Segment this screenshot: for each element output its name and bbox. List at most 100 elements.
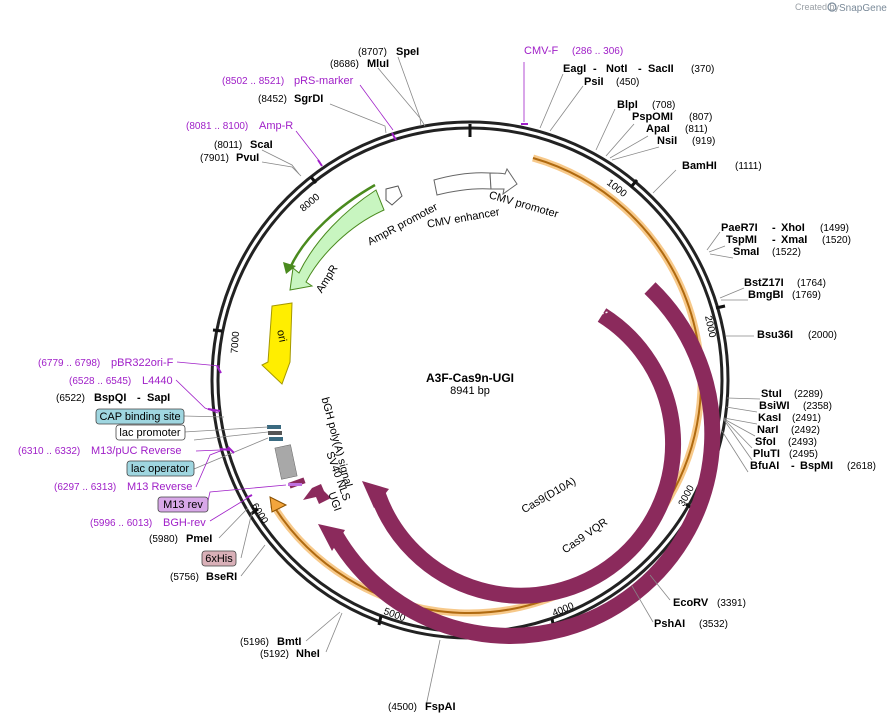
site-sacii-pos: (370) (691, 64, 714, 75)
primer-bgh-rev[interactable]: BGH-rev (163, 517, 206, 529)
site-pspomi[interactable]: PspOMI (632, 111, 673, 123)
ampr-orf-arc (288, 183, 376, 269)
site-speI[interactable]: SpeI (396, 46, 419, 58)
site-stui[interactable]: StuI (761, 388, 782, 400)
site-scai-pos: (8011) (214, 140, 242, 151)
site-separator-1: - (593, 63, 597, 75)
primer-l4440[interactable]: L4440 (142, 375, 173, 387)
6xhis-label: 6xHis (205, 553, 233, 565)
site-pmei-pos: (5980) (149, 534, 178, 545)
site-psii[interactable]: PsiI (584, 76, 604, 88)
site-bamhi[interactable]: BamHI (682, 160, 717, 172)
site-nari[interactable]: NarI (757, 424, 778, 436)
site-pshai-pos: (3532) (699, 619, 728, 630)
feature-box-cap-binding-site[interactable]: CAP binding site (95, 408, 185, 425)
ampr-label: AmpR (314, 263, 340, 295)
primer-prs-marker[interactable]: pRS-marker (294, 75, 354, 87)
site-kasi-pos: (2491) (792, 413, 821, 424)
leader-lines (175, 56, 761, 707)
brand-label: SnapGene (839, 3, 887, 14)
site-blpi-pos: (708) (652, 100, 675, 111)
site-bsu36i-pos: (2000) (808, 330, 837, 341)
primer-pbr322ori-f[interactable]: pBR322ori-F (111, 357, 174, 369)
site-pluti[interactable]: PluTI (753, 448, 780, 460)
site-bamhi-pos: (1111) (735, 161, 762, 172)
cap-binding-site-label: CAP binding site (99, 411, 180, 423)
feature-box-lac-operator[interactable]: lac operator (126, 460, 195, 477)
site-nhei[interactable]: NheI (296, 648, 320, 660)
cas9-d10a-label: Cas9(D10A) (520, 475, 578, 516)
site-nsii-pos: (919) (692, 136, 715, 147)
site-pmei[interactable]: PmeI (186, 533, 212, 545)
site-pshai[interactable]: PshAI (654, 618, 685, 630)
site-blpi[interactable]: BlpI (617, 99, 638, 111)
primer-m13-reverse[interactable]: M13 Reverse (127, 481, 192, 493)
site-xhoi-pos: (1499) (820, 223, 849, 234)
ampr-orf-arrowhead (283, 262, 296, 274)
site-bmgbi[interactable]: BmgBI (748, 289, 783, 301)
primer-cmv-f[interactable]: CMV-F (524, 45, 559, 57)
site-separator-3: - (772, 222, 776, 234)
lac-promoter-box (115, 424, 186, 441)
feature-box-6xhis[interactable]: 6xHis (201, 550, 237, 567)
site-psii-pos: (450) (616, 77, 639, 88)
site-mluI-pos: (8686) (330, 59, 359, 70)
site-mluI[interactable]: MluI (367, 58, 389, 70)
site-bspqi[interactable]: BspQI (94, 392, 126, 404)
site-sacii[interactable]: SacII (648, 63, 674, 75)
primer-prs-marker-range: (8502 .. 8521) (222, 76, 284, 87)
lac-promoter-label: lac promoter (119, 427, 180, 439)
ori-label: ori (274, 329, 288, 343)
primer-m13-puc-reverse-range: (6310 .. 6332) (18, 446, 80, 457)
site-xmai-pos: (1520) (822, 235, 851, 246)
site-bfuai[interactable]: BfuAI (750, 460, 779, 472)
site-sapi[interactable]: SapI (147, 392, 170, 404)
site-xhoi[interactable]: XhoI (781, 222, 805, 234)
site-separator-2: - (638, 63, 642, 75)
site-sfoi[interactable]: SfoI (755, 436, 776, 448)
feature-box-lac-promoter[interactable]: lac promoter (115, 424, 186, 441)
6xhis-box (201, 550, 237, 567)
site-kasi[interactable]: KasI (758, 412, 781, 424)
site-bmti[interactable]: BmtI (277, 636, 301, 648)
site-sgrdi-pos: (8452) (258, 94, 287, 105)
primer-marks (207, 123, 528, 499)
site-smai[interactable]: SmaI (733, 246, 759, 258)
site-bsiwi[interactable]: BsiWI (759, 400, 790, 412)
site-bseri[interactable]: BseRI (206, 571, 237, 583)
site-bmti-pos: (5196) (240, 637, 269, 648)
feature-box-m13-rev[interactable]: M13 rev (157, 496, 209, 513)
site-scai[interactable]: ScaI (250, 139, 273, 151)
site-paer7i[interactable]: PaeR7I (721, 222, 758, 234)
cas9-d10a-divider (593, 311, 609, 317)
site-nsii[interactable]: NsiI (657, 135, 677, 147)
site-sgrdi[interactable]: SgrDI (294, 93, 323, 105)
site-bspmi[interactable]: BspMI (800, 460, 833, 472)
site-ecorv[interactable]: EcoRV (673, 597, 709, 609)
site-tspmi[interactable]: TspMI (726, 234, 757, 246)
site-apai[interactable]: ApaI (646, 123, 670, 135)
tick-marks (212, 176, 726, 629)
site-eagi[interactable]: EagI (563, 63, 586, 75)
primer-amp-r[interactable]: Amp-R (259, 120, 293, 132)
primer-cmv-f-range: (286 .. 306) (572, 46, 623, 57)
ori-arrow (261, 302, 293, 385)
site-separator-5: - (791, 460, 795, 472)
site-bstz17i[interactable]: BstZ17I (744, 277, 784, 289)
m13-rev-box (157, 496, 209, 513)
primer-amp-r-range: (8081 .. 8100) (186, 121, 248, 132)
site-fspai[interactable]: FspAI (425, 701, 456, 713)
lac-region-blocks (267, 425, 302, 486)
tick-label-7000: 7000 (230, 331, 243, 354)
created-by-label: Created by (795, 2, 840, 12)
primer-m13-reverse-range: (6297 .. 6313) (54, 482, 116, 493)
site-separator-6: - (137, 392, 141, 404)
site-noti[interactable]: NotI (606, 63, 627, 75)
site-pvui-pos: (7901) (200, 153, 229, 164)
primer-m13-puc-reverse[interactable]: M13/pUC Reverse (91, 445, 181, 457)
cmv-enhancer-arrow (433, 172, 492, 196)
site-xmai[interactable]: XmaI (781, 234, 807, 246)
site-bsu36i[interactable]: Bsu36I (757, 329, 793, 341)
site-pvui[interactable]: PvuI (236, 152, 259, 164)
site-bmgbi-pos: (1769) (792, 290, 821, 301)
